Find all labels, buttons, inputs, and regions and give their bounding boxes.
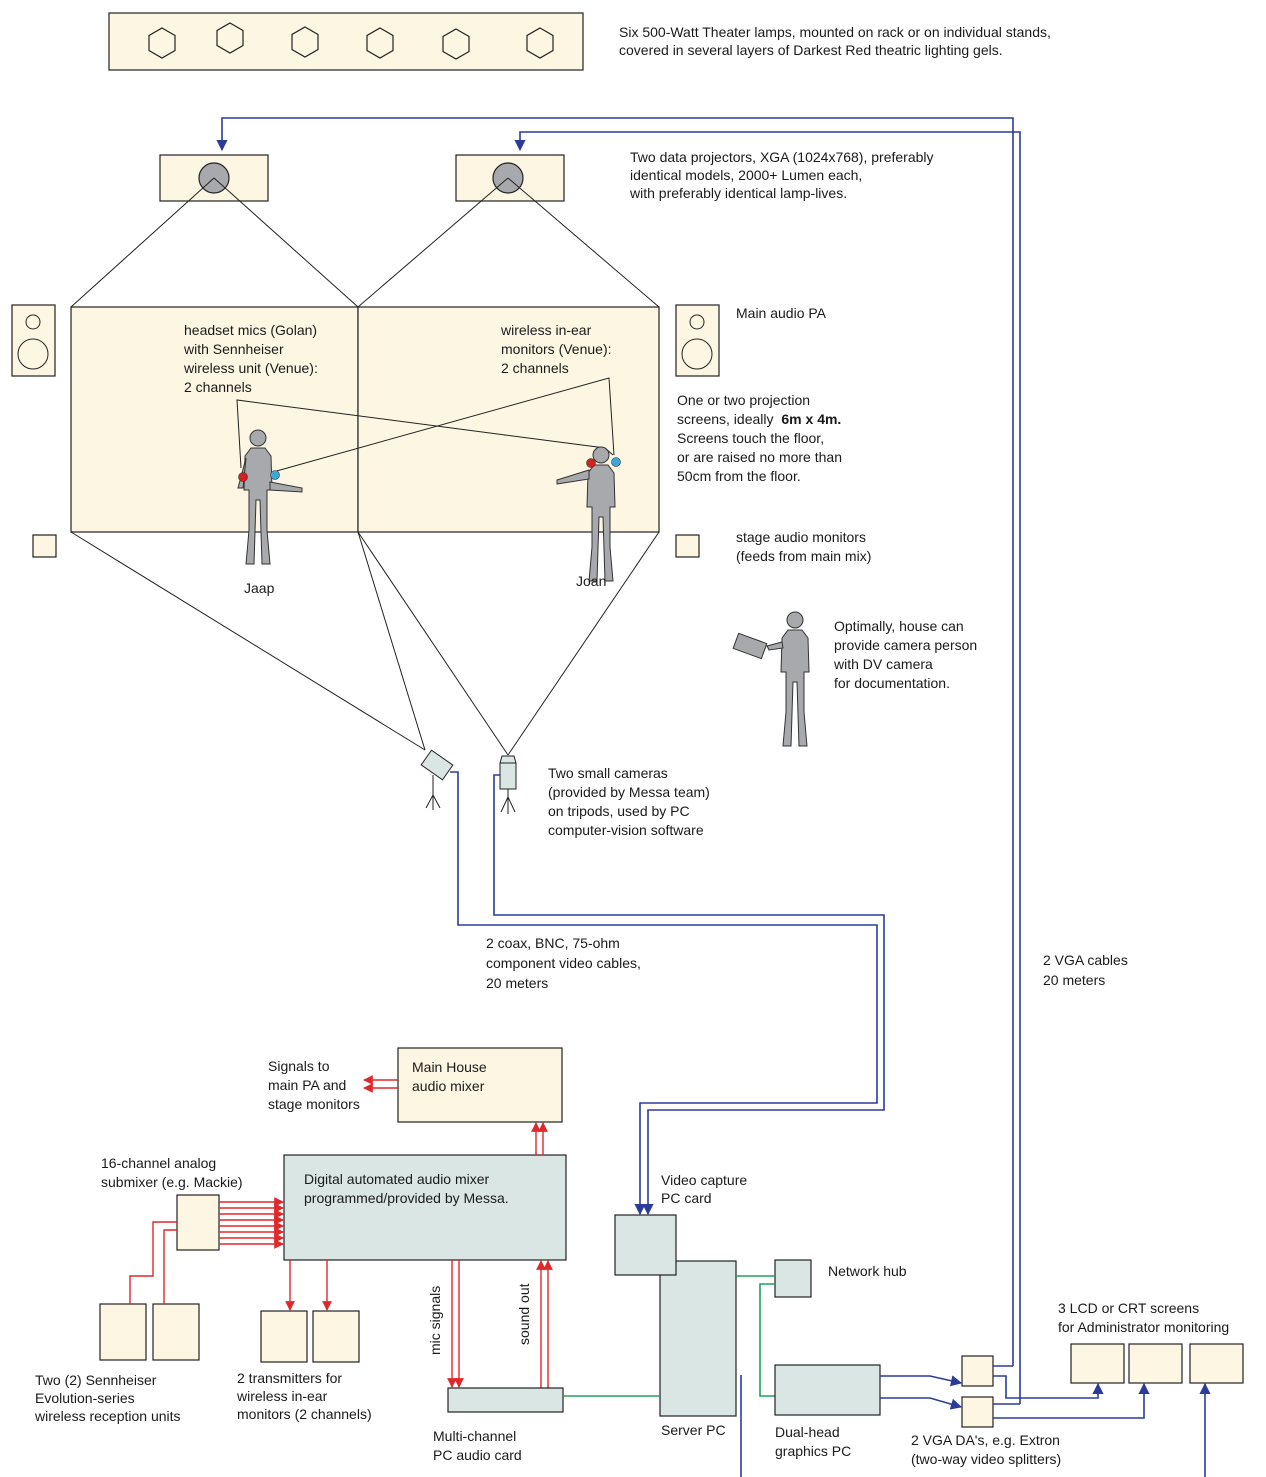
- cameras-label: Two small cameras (provided by Messa tea…: [548, 765, 714, 838]
- performer-joan-label: Joan: [576, 573, 606, 589]
- coax-label: 2 coax, BNC, 75-ohm component video cabl…: [486, 935, 645, 991]
- projectors-label: Two data projectors, XGA (1024x768), pre…: [629, 149, 937, 201]
- coax-cables: [450, 771, 885, 1216]
- analog-submixer: [176, 1194, 220, 1251]
- video-capture-card: [614, 1214, 677, 1276]
- vga-da-2: [961, 1396, 994, 1428]
- mixer-to-transmitter-arrows: [285, 1260, 332, 1311]
- lamps-label: Six 500-Watt Theater lamps, mounted on r…: [619, 24, 1055, 58]
- mic-leader-lines: [236, 377, 615, 473]
- receiver-unit-2: [152, 1303, 200, 1361]
- main-house-mixer: [397, 1047, 563, 1123]
- mic-signal-arrows: [447, 1260, 464, 1388]
- house-mixer-label: Main House audio mixer: [412, 1059, 491, 1094]
- vga-cables-label: 2 VGA cables 20 meters: [1043, 952, 1132, 988]
- main-pa-speaker-left: [11, 304, 56, 377]
- stage-monitor-right: [675, 534, 700, 558]
- projection-beams: [70, 177, 660, 308]
- camera-person: [732, 611, 810, 747]
- projection-screens: [70, 306, 660, 533]
- receiver-cables: [129, 1221, 177, 1304]
- projector-right: [455, 154, 565, 202]
- lamp-icon: [291, 26, 319, 58]
- transmitter-2: [312, 1310, 360, 1363]
- vga-da-1: [961, 1355, 994, 1387]
- inear-dot-jaap: [270, 470, 280, 480]
- signals-out-arrows: [363, 1075, 398, 1093]
- lamp-icon: [442, 28, 470, 60]
- receiver-unit-1: [99, 1303, 147, 1361]
- capture-card-label: Video capture PC card: [661, 1172, 751, 1206]
- graphics-pc: [774, 1364, 881, 1416]
- main-pa-label: Main audio PA: [736, 305, 827, 321]
- lamp-icon: [216, 22, 244, 54]
- audio-card-label: Multi-channel PC audio card: [433, 1428, 522, 1463]
- admin-screen-2: [1128, 1343, 1183, 1384]
- main-pa-speaker-right: [675, 304, 720, 377]
- server-pc-label: Server PC: [661, 1422, 726, 1438]
- admin-screens-label: 3 LCD or CRT screens for Administrator m…: [1058, 1300, 1229, 1335]
- tripod-camera-right: [499, 755, 517, 814]
- inear-dot-joan: [611, 457, 621, 467]
- receivers-label: Two (2) Sennheiser Evolution-series wire…: [34, 1372, 181, 1424]
- vga-da-label: 2 VGA DA's, e.g. Extron (two-way video s…: [911, 1432, 1064, 1467]
- pc-audio-card: [447, 1387, 564, 1413]
- vga-cables: [216, 117, 1021, 1404]
- performer-jaap-label: Jaap: [244, 580, 275, 596]
- stage-monitors-label: stage audio monitors (feeds from main mi…: [736, 529, 871, 564]
- network-cables: [563, 1275, 775, 1397]
- transmitter-1: [260, 1310, 308, 1363]
- camera-view-lines: [70, 531, 660, 756]
- mic-signals-label: mic signals: [427, 1286, 443, 1355]
- sound-out-arrows: [536, 1260, 553, 1388]
- admin-screen-3: [1189, 1343, 1244, 1384]
- performer-joan: [556, 446, 616, 582]
- in-ear-monitors-label: wireless in-ear monitors (Venue): 2 chan…: [500, 322, 615, 376]
- server-pc: [659, 1260, 737, 1417]
- lamp-icon: [366, 27, 394, 59]
- mixer-to-house-arrows: [531, 1122, 548, 1155]
- graphics-pc-label: Dual-head graphics PC: [775, 1424, 851, 1459]
- tripod-camera-left: [420, 749, 454, 810]
- mic-dot-joan: [586, 458, 596, 468]
- da-to-screens-cables: [993, 1365, 1211, 1477]
- network-hub: [774, 1259, 812, 1298]
- admin-screen-1: [1070, 1343, 1125, 1384]
- lamp-icon: [526, 27, 554, 59]
- stage-monitor-left: [32, 534, 57, 558]
- digital-audio-mixer: [283, 1154, 567, 1261]
- transmitters-label: 2 transmitters for wireless in-ear monit…: [236, 1370, 372, 1422]
- dv-camera-icon: [732, 632, 768, 660]
- screen-left: [70, 306, 359, 533]
- submixer-label: 16-channel analog submixer (e.g. Mackie): [101, 1155, 243, 1190]
- headset-mics-label: headset mics (Golan) with Sennheiser wir…: [183, 322, 322, 395]
- graphics-to-da-cables: [880, 1375, 963, 1410]
- screens-label: One or two projection screens, ideally 6…: [677, 392, 846, 484]
- submixer-to-mixer-arrows: [219, 1197, 284, 1249]
- camera-person-label: Optimally, house can provide camera pers…: [833, 618, 981, 691]
- digital-mixer-label: Digital automated audio mixer programmed…: [304, 1171, 509, 1206]
- lamp-icon: [148, 27, 176, 59]
- signals-out-label: Signals to main PA and stage monitors: [268, 1058, 360, 1112]
- theater-lamps: [148, 22, 554, 60]
- theater-lamp-rack: [108, 12, 584, 71]
- network-hub-label: Network hub: [828, 1263, 907, 1279]
- mic-dot-jaap: [238, 472, 248, 482]
- sound-out-label: sound out: [516, 1283, 532, 1345]
